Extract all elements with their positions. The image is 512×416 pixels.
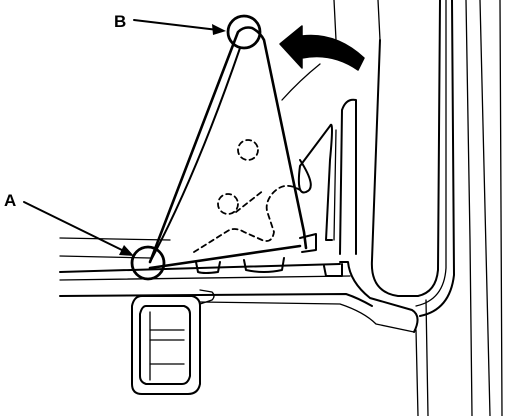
seal-channel (297, 98, 357, 255)
latch-block (131, 289, 215, 395)
lower-sill (59, 237, 419, 333)
callout-b-leader (133, 19, 226, 35)
pivot-point-a-circle (130, 245, 166, 281)
pivot-point-b-circle (226, 14, 262, 50)
callout-a-leader (23, 201, 134, 256)
callout-label-a: A (4, 191, 16, 210)
pivot-bracket (148, 26, 317, 270)
callout-label-b: B (114, 12, 126, 31)
door-frame (333, 0, 503, 416)
curved-arrow-icon (279, 25, 365, 71)
background-edge (281, 63, 321, 101)
